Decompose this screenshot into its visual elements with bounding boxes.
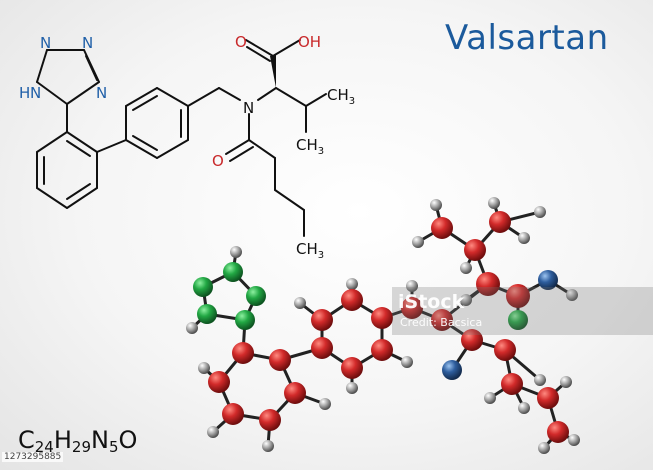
carbon-atom bbox=[547, 421, 569, 443]
carbon-atom bbox=[269, 349, 291, 371]
atom-label-ch3: CH3 bbox=[327, 86, 355, 107]
molecular-formula: C24H29N5O bbox=[18, 426, 137, 456]
hydrogen-atom bbox=[294, 297, 306, 309]
atom-label-amide-o: O bbox=[212, 152, 224, 170]
atom-label-oh: OH bbox=[298, 33, 321, 51]
carbon-atom bbox=[494, 339, 516, 361]
hydrogen-atom bbox=[346, 278, 358, 290]
carbon-atom bbox=[284, 382, 306, 404]
formula-subscript: 29 bbox=[71, 438, 91, 456]
page-title: Valsartan bbox=[445, 18, 609, 58]
carbon-atom bbox=[208, 371, 230, 393]
carbon-atom bbox=[341, 289, 363, 311]
tetrazole-nitrogen-atom bbox=[193, 277, 213, 297]
heteroatom bbox=[442, 360, 462, 380]
tetrazole-nitrogen-atom bbox=[246, 286, 266, 306]
tetrazole-nitrogen-atom bbox=[223, 262, 243, 282]
tetrazole-nitrogen-atom bbox=[508, 310, 528, 330]
carbon-atom bbox=[501, 373, 523, 395]
hydrogen-atom bbox=[230, 246, 242, 258]
hydrogen-atom bbox=[401, 356, 413, 368]
hydrogen-atom bbox=[518, 402, 530, 414]
hydrogen-atom bbox=[488, 197, 500, 209]
carbon-atom bbox=[232, 342, 254, 364]
atom-label-carbonyl-o: O bbox=[235, 33, 247, 51]
atom-label-n: N bbox=[82, 34, 93, 52]
hydrogen-atom bbox=[538, 442, 550, 454]
formula-element: C bbox=[18, 426, 35, 454]
atom-label-h: H bbox=[19, 84, 30, 102]
carbon-atom bbox=[431, 217, 453, 239]
tetrazole-nitrogen-atom bbox=[235, 310, 255, 330]
hydrogen-atom bbox=[566, 289, 578, 301]
hydrogen-atom bbox=[262, 440, 274, 452]
hydrogen-atom bbox=[518, 232, 530, 244]
tetrazole-nitrogen-atom bbox=[197, 304, 217, 324]
carbon-atom bbox=[371, 339, 393, 361]
watermark-credit: Credit: Bacsica bbox=[400, 316, 483, 329]
carbon-atom bbox=[489, 211, 511, 233]
watermark-band bbox=[392, 287, 653, 335]
carbon-atom bbox=[506, 284, 530, 308]
hydrogen-atom bbox=[319, 398, 331, 410]
hydrogen-atom bbox=[534, 206, 546, 218]
carbon-atom bbox=[431, 309, 453, 331]
hydrogen-atom bbox=[412, 236, 424, 248]
carbon-atom bbox=[461, 329, 483, 351]
hydrogen-atom bbox=[186, 322, 198, 334]
hydrogen-atom bbox=[460, 294, 472, 306]
watermark-logo: iStock bbox=[398, 291, 465, 313]
carbon-atom bbox=[476, 272, 500, 296]
carbon-atom bbox=[311, 337, 333, 359]
atom-label-amide-n: N bbox=[243, 99, 254, 117]
hydrogen-atom bbox=[430, 199, 442, 211]
carbon-atom bbox=[371, 307, 393, 329]
formula-element: O bbox=[118, 426, 138, 454]
formula-element: N bbox=[91, 426, 109, 454]
hydrogen-atom bbox=[534, 374, 546, 386]
formula-element: H bbox=[53, 426, 72, 454]
carbon-atom bbox=[311, 309, 333, 331]
carbon-atom bbox=[341, 357, 363, 379]
hydrogen-atom bbox=[460, 262, 472, 274]
hydrogen-atom bbox=[560, 376, 572, 388]
hydrogen-atom bbox=[207, 426, 219, 438]
atom-label-n: N bbox=[40, 34, 51, 52]
carbon-atom bbox=[537, 387, 559, 409]
heteroatom bbox=[538, 270, 558, 290]
formula-subscript: 24 bbox=[34, 438, 54, 456]
atom-label-n: N bbox=[96, 84, 107, 102]
hydrogen-atom bbox=[568, 434, 580, 446]
hydrogen-atom bbox=[406, 280, 418, 292]
atom-label-ch3: CH3 bbox=[296, 240, 324, 261]
carbon-atom bbox=[464, 239, 486, 261]
atom-label-ch3: CH3 bbox=[296, 136, 324, 157]
hydrogen-atom bbox=[198, 362, 210, 374]
hydrogen-atom bbox=[346, 382, 358, 394]
formula-subscript: 5 bbox=[108, 438, 119, 456]
carbon-atom bbox=[401, 297, 423, 319]
hydrogen-atom bbox=[484, 392, 496, 404]
carbon-atom bbox=[259, 409, 281, 431]
atom-label-n: N bbox=[30, 84, 41, 102]
stock-id: 1273295885 bbox=[2, 452, 64, 462]
carbon-atom bbox=[222, 403, 244, 425]
